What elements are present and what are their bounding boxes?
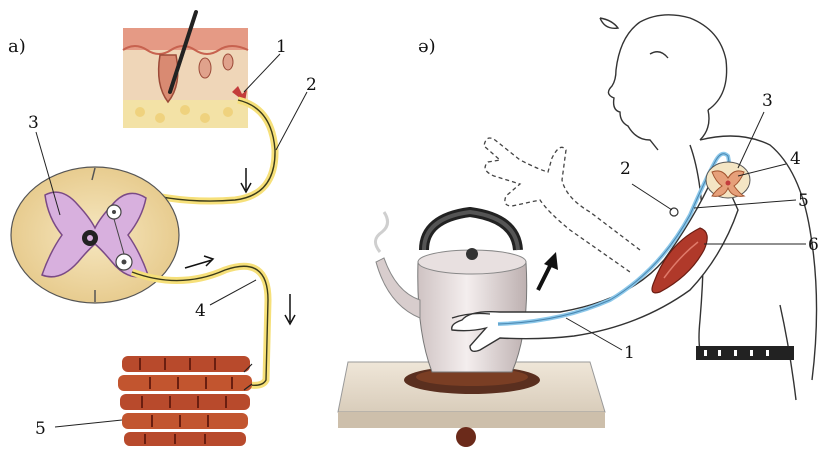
panel-a: а) [8, 12, 317, 446]
spinal-cord-section [11, 167, 179, 303]
label-b-3: 3 [762, 91, 773, 111]
kettle [375, 212, 526, 372]
label-a-4: 4 [195, 301, 206, 321]
lift-arrow [538, 252, 558, 290]
label-b-2: 2 [620, 159, 631, 179]
label-a-1: 1 [276, 37, 287, 57]
label-a-3: 3 [28, 113, 39, 133]
label-a-2: 2 [306, 75, 317, 95]
stove [338, 362, 605, 447]
spinal-cord-inset [706, 162, 750, 198]
panel-b-heading: ә) [418, 36, 436, 57]
label-a-5: 5 [35, 419, 46, 439]
skin-section [123, 12, 248, 128]
label-b-4: 4 [790, 149, 801, 169]
raised-hand-outline [484, 138, 640, 272]
belt [696, 346, 794, 360]
label-b-5: 5 [798, 191, 809, 211]
label-b-6: 6 [808, 235, 819, 255]
muscle-fibers [118, 356, 252, 446]
label-b-1: 1 [624, 343, 635, 363]
panel-b: ә) [338, 15, 819, 447]
panel-a-heading: а) [8, 36, 26, 57]
